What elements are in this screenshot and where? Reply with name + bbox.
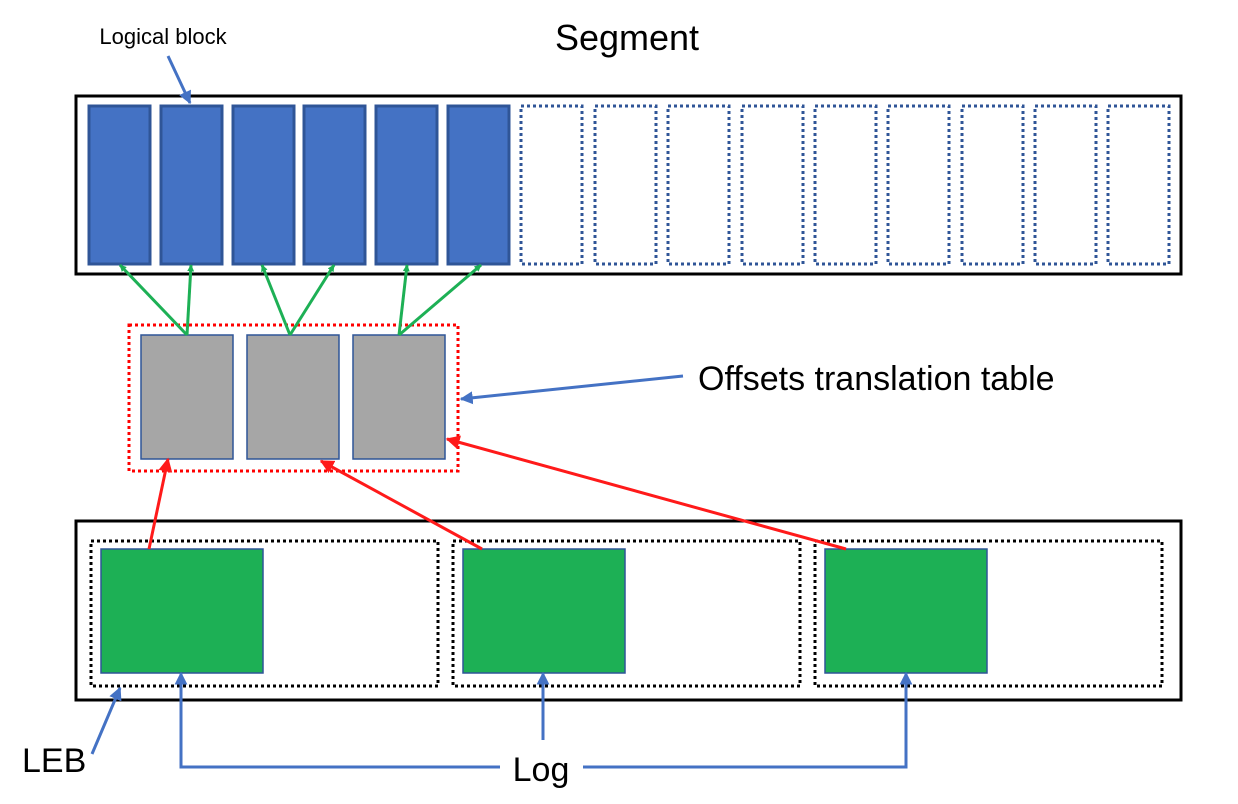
segment [74,94,1183,276]
green-arrow [397,264,410,336]
empty-block [886,104,951,266]
red-arrow [319,459,483,551]
empty-block [666,104,731,266]
log-bracket-left [174,671,500,769]
empty-block [593,104,658,266]
empty-block [1033,104,1098,266]
empty-block [519,104,584,266]
red-arrow [147,457,173,550]
table-outline [127,323,460,473]
log-record [100,548,264,674]
logical-block-filled [87,104,511,266]
logical-block [159,104,224,266]
log-bracket-right [583,671,913,769]
log-label: Log [513,751,570,789]
green-arrow [118,263,189,337]
leb-label: LEB [22,742,86,780]
log-record [824,548,988,674]
logical-block [302,104,367,266]
leb-area-outline [74,519,1183,702]
table-entry [352,334,446,460]
segment-title: Segment [555,17,699,58]
green-arrow [185,264,195,336]
red-arrows [147,435,847,551]
offsets-table-label: Offsets translation table [698,360,1055,398]
logical-block [446,104,511,266]
log-record [462,548,626,674]
logical-block [231,104,296,266]
logical-block-label: Logical block [99,24,227,49]
red-arrow [445,435,847,551]
logical-block-empty [519,104,1171,266]
table-entry [246,334,340,460]
offsets-translation-table [127,323,460,473]
leb-pointer [90,686,122,755]
blue-arrows [90,55,913,769]
offsets-table-pointer [459,374,684,405]
leb-area [74,519,1183,702]
empty-block [1106,104,1171,266]
green-arrow [260,264,292,336]
empty-block [740,104,805,266]
green-arrow [288,264,336,336]
logical-block-pointer [166,55,192,105]
green-arrows [118,263,482,337]
logical-block [87,104,152,266]
segment-outline [74,94,1183,276]
empty-block [960,104,1025,266]
table-entry [140,334,234,460]
empty-block [813,104,878,266]
logical-block [374,104,439,266]
green-arrow [398,263,482,337]
